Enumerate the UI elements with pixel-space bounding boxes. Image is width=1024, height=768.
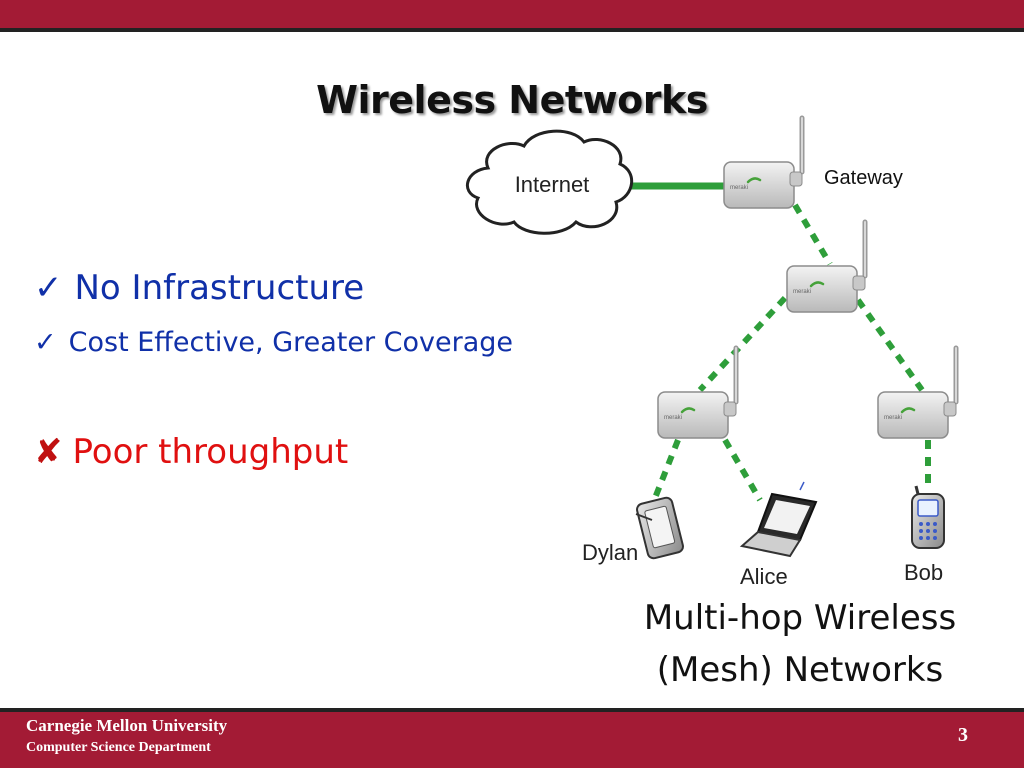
mesh-link-relay-left <box>697 295 788 393</box>
caption-line-2: (Mesh) Networks <box>656 650 944 690</box>
mesh-link-gateway-relay <box>792 203 833 266</box>
bullet-poor-throughput: ✘Poor throughput <box>34 432 348 472</box>
caption-line-1: Multi-hop Wireless <box>643 598 957 638</box>
checkmark-icon: ✓ <box>34 268 63 308</box>
bullet-no-infrastructure: ✓ No Infrastructure <box>34 268 364 308</box>
mesh-link-relay-right <box>855 298 925 392</box>
header-bar <box>0 0 1024 28</box>
phone-icon <box>911 485 945 549</box>
relay-router <box>787 222 865 312</box>
device-label-alice: Alice <box>740 564 788 589</box>
footer-department: Computer Science Department <box>26 740 211 755</box>
laptop-icon <box>739 481 818 558</box>
right-router <box>878 348 956 438</box>
mesh-link-left-alice <box>722 438 763 502</box>
device-label-bob: Bob <box>904 560 943 585</box>
checkmark-icon: ✓ <box>34 327 57 358</box>
device-label-dylan: Dylan <box>582 540 638 565</box>
bullet-cost-effective: ✓ Cost Effective, Greater Coverage <box>34 327 513 358</box>
gateway-router <box>724 118 802 208</box>
cross-icon: ✘ <box>34 432 63 472</box>
page-number: 3 <box>958 724 968 746</box>
diagram-caption: Multi-hop Wireless (Mesh) Networks <box>600 592 1000 696</box>
mesh-link-left-dylan <box>652 438 681 500</box>
bullet-text: No Infrastructure <box>74 268 365 308</box>
footer-bar <box>0 712 1024 768</box>
slide-title: Wireless Networks <box>316 78 708 122</box>
gateway-label: Gateway <box>824 167 903 189</box>
footer-divider <box>0 708 1024 712</box>
tablet-icon <box>635 496 684 560</box>
cloud-label: Internet <box>515 172 590 197</box>
internet-cloud: Internet <box>465 129 633 235</box>
header-divider <box>0 28 1024 32</box>
footer-university: Carnegie Mellon University <box>26 716 228 735</box>
bullet-text: Poor throughput <box>72 432 349 472</box>
bullet-text: Cost Effective, Greater Coverage <box>68 327 514 358</box>
left-router <box>658 348 736 438</box>
